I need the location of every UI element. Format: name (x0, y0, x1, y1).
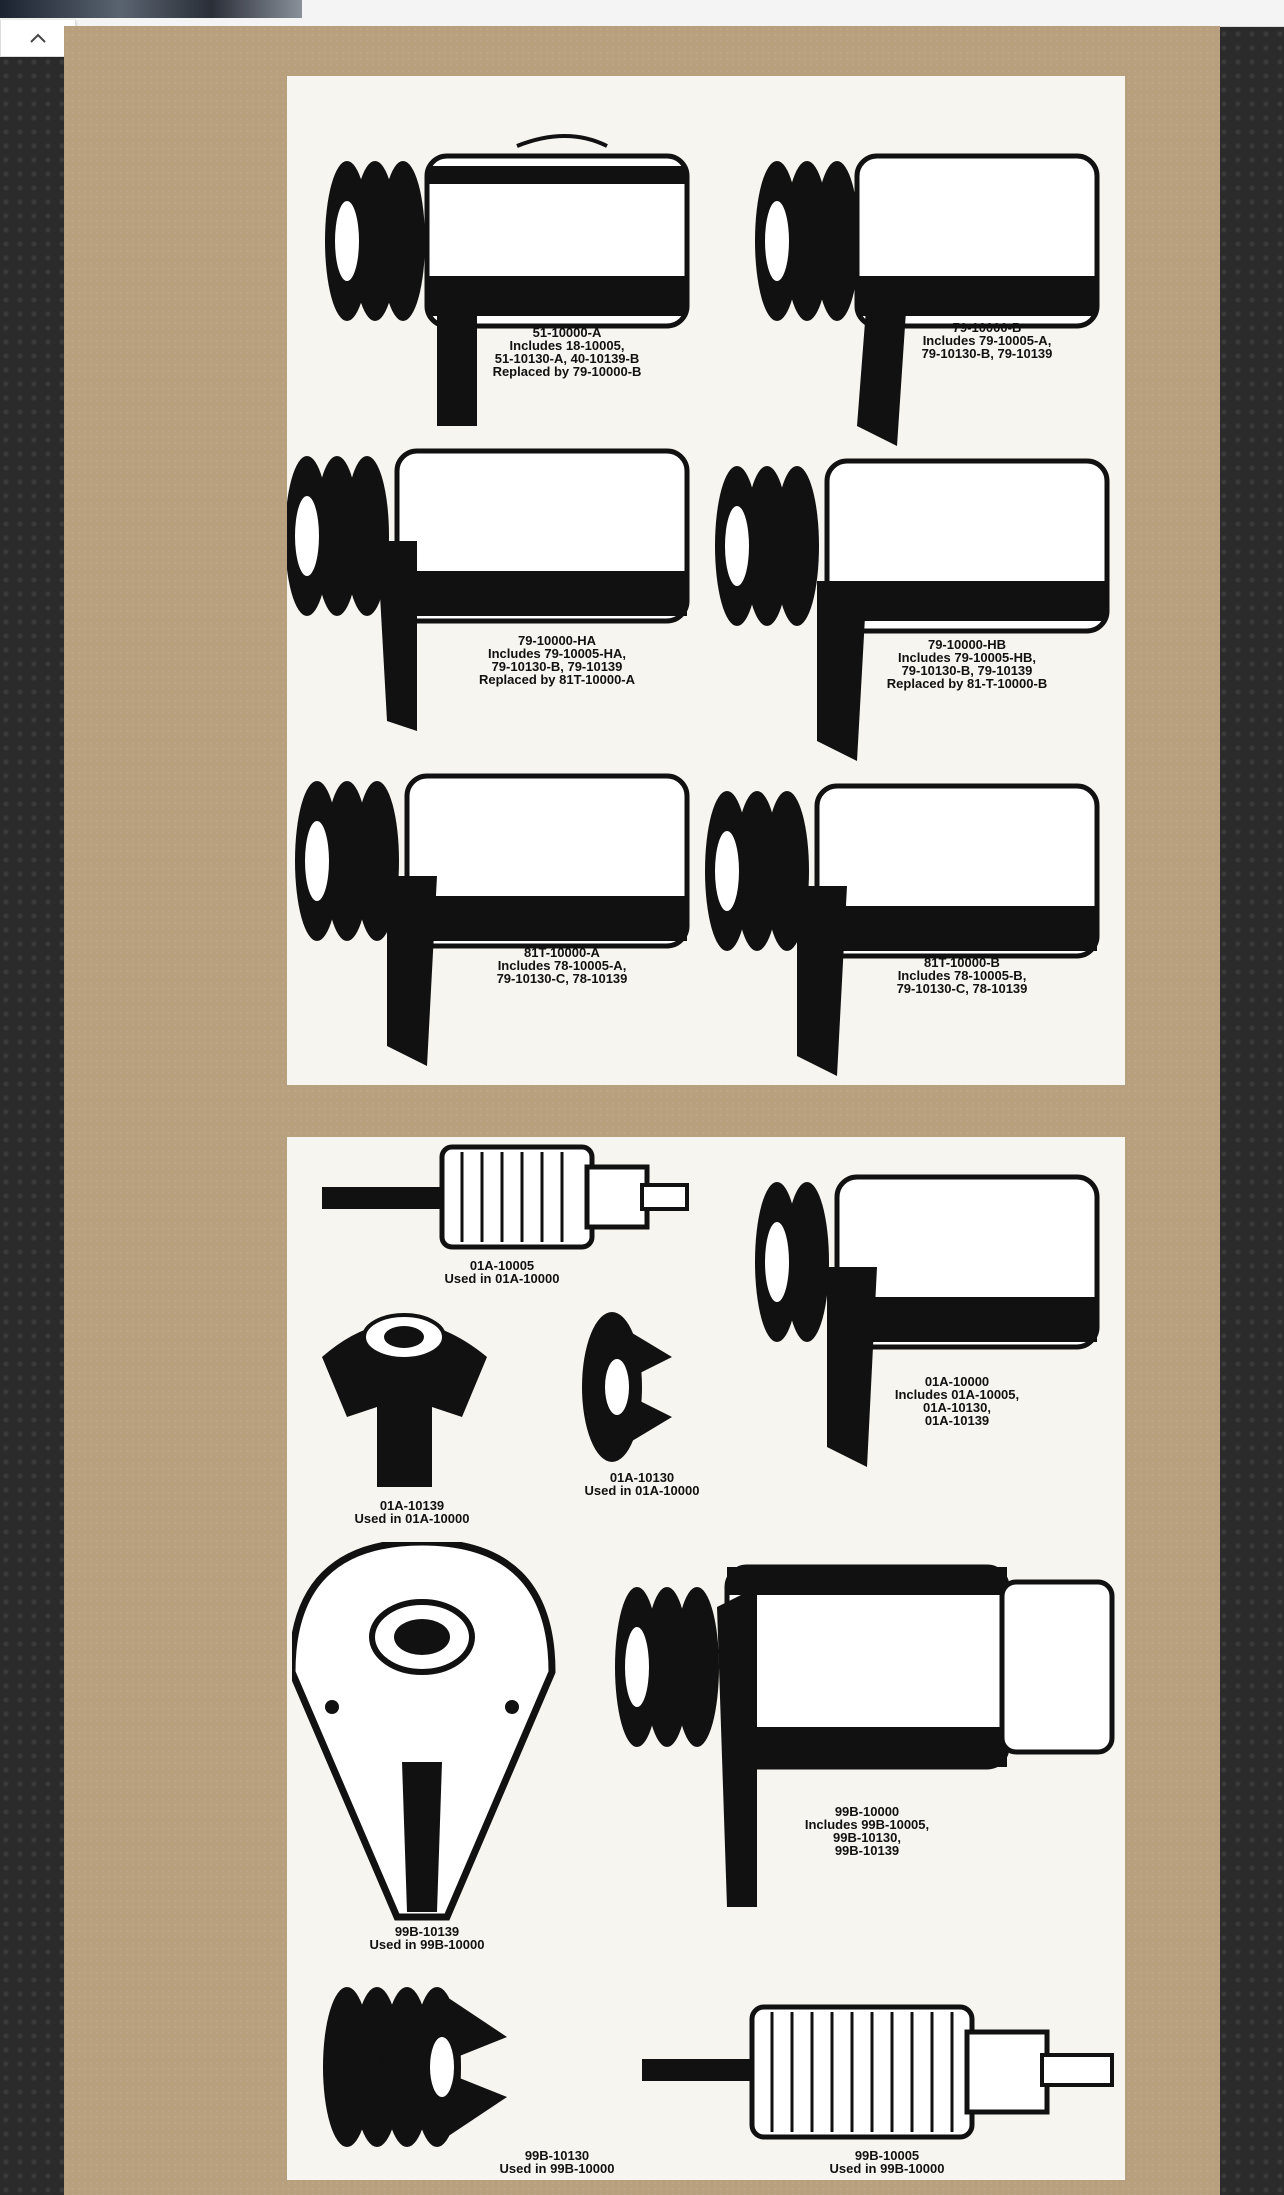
armature-illustration-99B-10005 (642, 2004, 1114, 2140)
end-plate-illustration-01A-10139 (322, 1313, 487, 1487)
top-bar (0, 0, 1284, 27)
generator-illustration-79-10000-HA (287, 448, 690, 731)
generator-illustration-79-10000-B (755, 153, 1100, 446)
generator-illustration-81T-10000-B (705, 783, 1100, 1076)
armature-illustration-01A-10005 (322, 1144, 689, 1250)
generator-illustration-99B-10000 (615, 1564, 1115, 1907)
end-plate-illustration-99B-10139 (292, 1542, 556, 1921)
generator-illustration-79-10000-HB (715, 458, 1110, 761)
header-thumbnail-image[interactable] (0, 0, 302, 18)
collapse-button[interactable] (0, 20, 76, 57)
pulley-fan-illustration-01A-10130 (582, 1312, 672, 1462)
generator-illustration-01A-10000 (755, 1174, 1100, 1467)
generator-illustration-51-10000-A (325, 134, 690, 426)
generator-illustration-81T-10000-A (295, 773, 690, 1066)
chevron-up-icon (30, 33, 46, 43)
pulley-fan-illustration-99B-10130 (323, 1987, 507, 2147)
